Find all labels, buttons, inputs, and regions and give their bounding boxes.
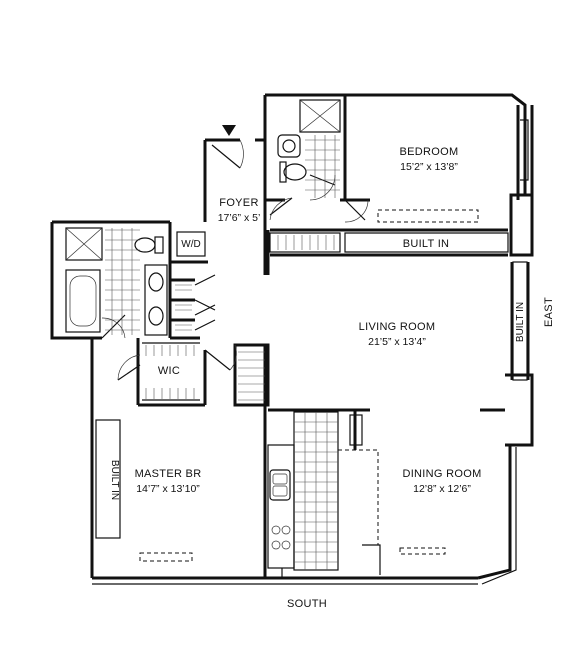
wic-label: WIC (158, 365, 180, 377)
master-br-name: MASTER BR (135, 468, 202, 480)
built-in-master-label: BUILT IN (109, 460, 120, 500)
wd-label: W/D (181, 239, 200, 250)
compass-south: SOUTH (287, 598, 327, 610)
bathroom-fixtures (65, 99, 341, 336)
bedroom-size: 15’2” x 13’8” (400, 161, 458, 173)
foyer-name: FOYER (219, 197, 258, 209)
dining-room-size: 12’8” x 12’6” (413, 483, 471, 495)
built-in-living-label: BUILT IN (515, 302, 526, 342)
foyer-size: 17’6” x 5’ (218, 212, 261, 224)
closets (95, 209, 528, 562)
compass-east: EAST (543, 297, 555, 327)
interior-walls (136, 95, 529, 578)
living-room-name: LIVING ROOM (359, 321, 436, 333)
built-in-bedroom-label: BUILT IN (403, 238, 450, 250)
living-room-size: 21’5” x 13’4” (368, 336, 426, 348)
kitchen (267, 411, 381, 578)
entry-arrow-icon (222, 125, 236, 136)
bedroom-name: BEDROOM (400, 146, 459, 158)
exterior-walls (50, 93, 534, 585)
master-br-size: 14’7” x 13’10” (136, 483, 200, 495)
dining-room-name: DINING ROOM (402, 468, 481, 480)
room-labels: BEDROOM 15’2” x 13’8” FOYER 17’6” x 5’ L… (109, 146, 555, 610)
